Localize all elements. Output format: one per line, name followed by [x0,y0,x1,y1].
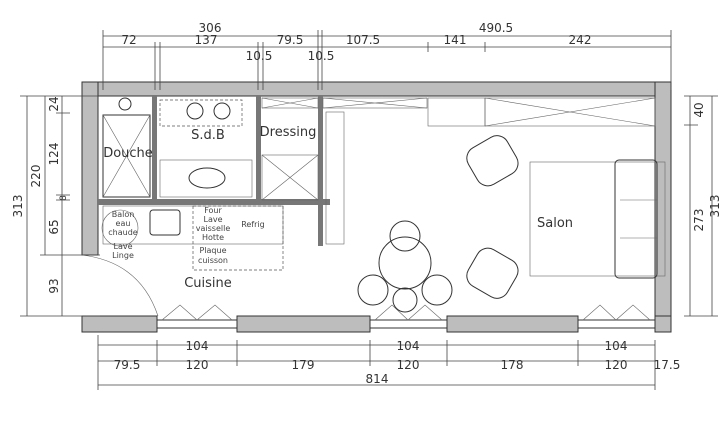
label-ballon: eau [116,219,131,228]
label-ballon: Balon [112,210,135,219]
dim-top-detail: 107.5 [346,33,380,47]
wall-bottom-4 [654,315,672,333]
dim-right-detail: 273 [692,209,706,232]
entry-door-swing [81,254,159,317]
walls [81,81,672,333]
armchair-1 [466,135,519,187]
salon-furniture [357,135,666,313]
sofa [614,159,658,279]
dim-left-detail: 93 [47,278,61,293]
storage-cabinets [261,97,656,245]
room-label-salon: Salon [537,216,573,231]
wall-bottom-2 [236,315,371,333]
dim-top-detail: 242 [569,33,592,47]
wall-top [81,81,672,97]
dim-top-detail: 79.5 [277,33,304,47]
partition-kitchen [98,199,330,205]
partition-sdb [256,96,261,200]
dim-left-313: 313 [11,195,25,218]
window-1 [156,304,238,329]
dim-window: 104 [397,339,420,353]
dim-left-detail: 124 [47,143,61,166]
dim-left-220: 220 [29,165,43,188]
dim-top-detail: 137 [195,33,218,47]
dim-top-detail: 72 [121,33,136,47]
label-lave-vaisselle: Lave [203,215,222,224]
dim-bottom-detail: 179 [292,358,315,372]
dim-bottom-detail: 79.5 [114,358,141,372]
dim-top-306: 306 [199,21,222,35]
partition-dressing [318,96,323,246]
window-3 [577,304,656,329]
water-heater [101,209,139,247]
room-label-douche: Douche [103,146,153,161]
kitchen-sink [149,209,181,236]
dim-left-detail: 8 [59,195,69,201]
label-hotte: Hotte [202,233,224,242]
wall-left [81,81,99,256]
wall-bottom-1 [81,315,158,333]
dim-bottom-detail: 120 [605,358,628,372]
wall-bottom-3 [446,315,579,333]
dim-right-detail: 40 [692,102,706,117]
window-2 [369,304,448,329]
dim-window: 104 [186,339,209,353]
label-lave-linge: Lave [113,242,132,251]
dining-table-chairs [357,220,453,313]
label-plaque: cuisson [198,256,228,265]
dimension-labels: 306 490.5 72 137 10.5 79.5 10.5 107.5 14… [11,21,720,386]
dim-bottom-detail: 120 [397,358,420,372]
dimension-lines [20,30,718,390]
dim-bottom-detail: 120 [186,358,209,372]
room-label-dressing: Dressing [260,125,317,140]
partition-shower [152,96,157,200]
room-label-cuisine: Cuisine [184,276,232,291]
dim-left-detail: 24 [47,96,61,111]
dim-right-313: 313 [708,195,720,218]
dim-bottom-detail: 178 [501,358,524,372]
label-four: Four [204,206,222,215]
dim-top-detail: 141 [444,33,467,47]
room-label-sdb: S.d.B [191,128,225,143]
kitchen-counter [101,205,284,271]
windows [156,304,656,329]
dim-top-490: 490.5 [479,21,513,35]
dim-bottom-814: 814 [366,372,389,386]
dim-window: 104 [605,339,628,353]
label-lave-linge: Linge [112,251,134,260]
bathtub-basin [188,167,226,189]
label-ballon: chaude [108,228,138,237]
dim-top-detail: 10.5 [308,49,335,63]
label-refrig: Refrig [241,220,265,229]
label-lave-vaisselle: vaisselle [196,224,231,233]
shower [102,97,151,198]
armchair-2 [466,247,519,299]
bathroom-sinks [159,99,253,198]
label-plaque: Plaque [199,246,226,255]
dim-top-detail: 10.5 [246,49,273,63]
appliance-labels: Balon eau chaude Lave Linge Four Lave va… [108,206,264,265]
dim-left-detail: 65 [47,219,61,234]
dim-bottom-detail: 17.5 [654,358,681,372]
